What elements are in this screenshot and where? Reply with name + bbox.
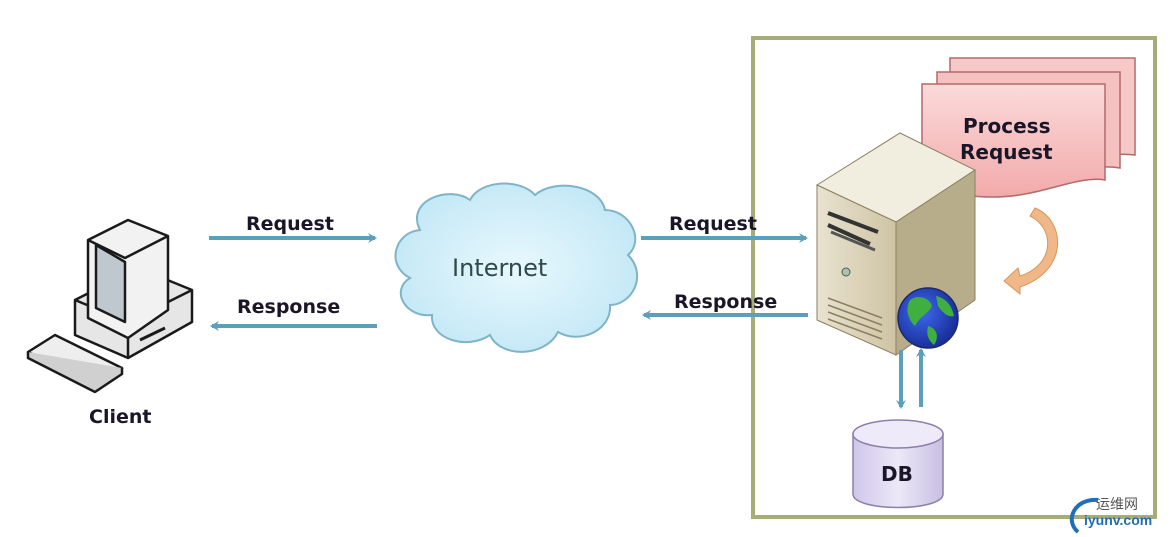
database-icon (852, 419, 944, 509)
process-cycle-arrow-icon (1003, 207, 1058, 296)
watermark-en: iyunv.com (1084, 512, 1153, 528)
internet-cloud-icon (394, 182, 639, 353)
watermark-logo-icon (1069, 497, 1099, 534)
watermark-cn: 运维网 (1096, 497, 1138, 513)
server-boundary-box (751, 36, 1157, 519)
right-request-label: Request (669, 213, 757, 235)
process-label-line1: Process (963, 114, 1051, 138)
process-request-pages-icon (921, 57, 1136, 198)
client-computer-icon (26, 218, 194, 394)
right-response-label: Response (674, 291, 778, 313)
internet-label: Internet (452, 254, 548, 282)
db-label: DB (881, 462, 913, 486)
left-response-label: Response (237, 296, 341, 318)
left-request-label: Request (246, 213, 334, 235)
client-label: Client (89, 406, 152, 428)
process-label-line2: Request (960, 140, 1053, 164)
globe-icon (897, 287, 959, 349)
